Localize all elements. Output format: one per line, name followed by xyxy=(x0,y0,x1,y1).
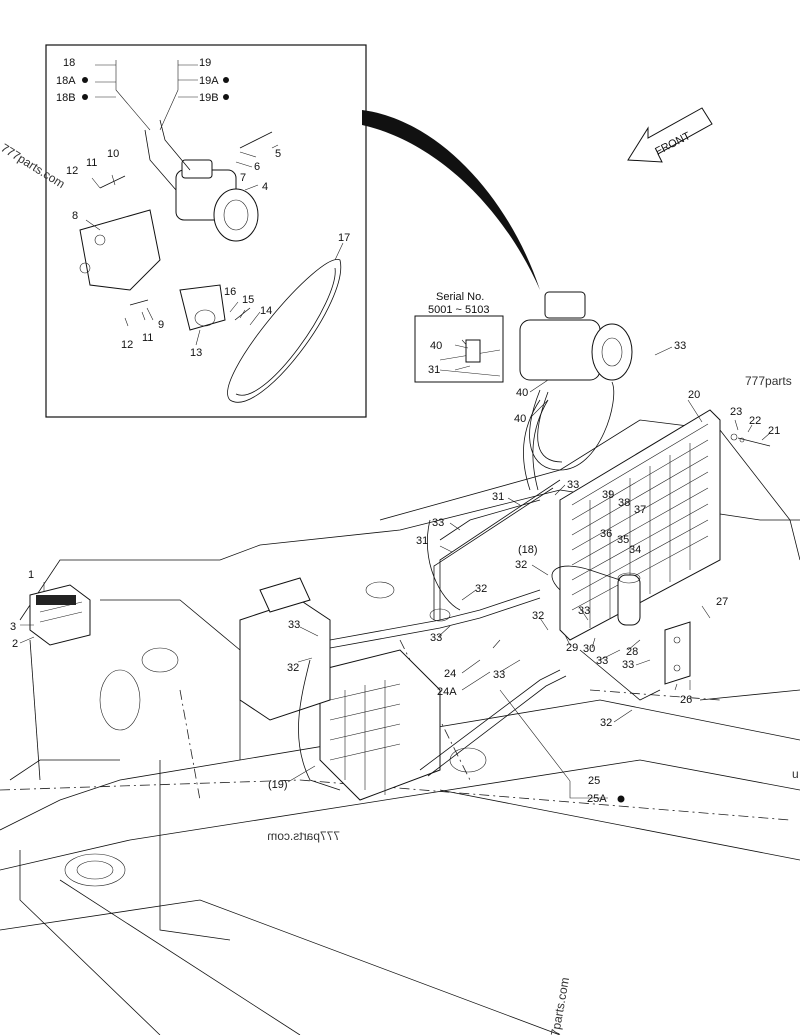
callout-16: 16 xyxy=(224,286,236,298)
front-arrow xyxy=(627,107,713,163)
callout-13: 13 xyxy=(190,347,202,359)
watermark-mirrored: 777parts.com xyxy=(267,829,340,843)
callout-40c: 40 xyxy=(514,413,526,425)
callout-32d: 32 xyxy=(600,717,612,729)
callout-labels: 18 18A 18B 19 19A 19B 10 11 12 8 5 6 7 4… xyxy=(10,57,780,805)
callout-24: 24 xyxy=(444,668,456,680)
callout-23: 23 xyxy=(730,406,742,418)
callout-33h: 33 xyxy=(430,632,442,644)
callout-25: 25 xyxy=(588,775,600,787)
serial-box xyxy=(414,315,504,383)
callout-33c: 33 xyxy=(432,517,444,529)
callout-5: 5 xyxy=(275,148,281,160)
callout-8: 8 xyxy=(72,210,78,222)
callout-32c: 32 xyxy=(532,610,544,622)
zoom-pointer xyxy=(362,110,540,290)
callout-17: 17 xyxy=(338,232,350,244)
washer-19A-icon xyxy=(223,77,229,83)
callout-31a: 31 xyxy=(428,364,440,376)
callout-12b: 12 xyxy=(121,339,133,351)
callout-27: 27 xyxy=(716,596,728,608)
leader-lines xyxy=(19,344,771,799)
evaporator-unit xyxy=(239,577,441,801)
callout-37: 37 xyxy=(634,504,646,516)
control-panel xyxy=(29,584,91,646)
callout-1: 1 xyxy=(28,569,34,581)
callout-33g: 33 xyxy=(288,619,300,631)
callout-40b: 40 xyxy=(516,387,528,399)
callout-4: 4 xyxy=(262,181,268,193)
callout-15: 15 xyxy=(242,294,254,306)
callout-7: 7 xyxy=(240,172,246,184)
callout-2: 2 xyxy=(12,638,18,650)
callout-33d: 33 xyxy=(578,605,590,617)
callout-33a: 33 xyxy=(674,340,686,352)
callout-33e: 33 xyxy=(596,655,608,667)
watermark-edge: u xyxy=(792,767,799,781)
callout-22: 22 xyxy=(749,415,761,427)
callout-32e: 32 xyxy=(287,662,299,674)
detail-inset xyxy=(45,44,367,418)
callout-18A: 18A xyxy=(56,75,76,87)
callout-19A: 19A xyxy=(199,75,219,87)
callout-28: 28 xyxy=(626,646,638,658)
callout-6: 6 xyxy=(254,161,260,173)
callout-36: 36 xyxy=(600,528,612,540)
callout-14: 14 xyxy=(260,305,272,317)
callout-40a: 40 xyxy=(430,340,442,352)
receiver-drier xyxy=(617,572,641,626)
callout-29: 29 xyxy=(566,642,578,654)
watermark-bottom: 777parts.com xyxy=(546,976,572,1035)
callout-33f: 33 xyxy=(622,659,634,671)
callout-30: 30 xyxy=(583,643,595,655)
compressor-illustration xyxy=(144,119,259,242)
callout-25A: 25A xyxy=(587,793,607,805)
callout-32a: 32 xyxy=(515,559,527,571)
callout-38: 38 xyxy=(618,497,630,509)
callout-31b: 31 xyxy=(492,491,504,503)
callout-39: 39 xyxy=(602,489,614,501)
main-compressor xyxy=(519,291,633,471)
washer-25A-icon xyxy=(617,795,625,803)
callout-32b: 32 xyxy=(475,583,487,595)
callout-21: 21 xyxy=(768,425,780,437)
callout-12a: 12 xyxy=(66,165,78,177)
callout-3: 3 xyxy=(10,621,16,633)
callout-24A: 24A xyxy=(437,686,457,698)
bracket-26 xyxy=(664,621,691,685)
callout-18: 18 xyxy=(63,57,75,69)
callout-19paren: (19) xyxy=(268,779,288,791)
callout-33b: 33 xyxy=(567,479,579,491)
callout-19: 19 xyxy=(199,57,211,69)
washer-19B-icon xyxy=(223,94,229,100)
callout-11b: 11 xyxy=(142,332,153,344)
washer-18B-icon xyxy=(82,94,88,100)
serial-range: 5001 ~ 5103 xyxy=(428,304,489,316)
callout-19B: 19B xyxy=(199,92,219,104)
callout-20: 20 xyxy=(688,389,700,401)
callout-26: 26 xyxy=(680,694,692,706)
callout-31c: 31 xyxy=(416,535,428,547)
belt-illustration xyxy=(227,259,342,403)
callout-33i: 33 xyxy=(493,669,505,681)
watermark-right: 777parts xyxy=(745,374,792,388)
callout-35: 35 xyxy=(617,534,629,546)
hoses xyxy=(298,399,661,791)
condenser xyxy=(559,409,721,641)
callout-10: 10 xyxy=(107,148,119,160)
callout-18paren: (18) xyxy=(518,544,538,556)
callout-18B: 18B xyxy=(56,92,76,104)
callout-9: 9 xyxy=(158,319,164,331)
washer-18A-icon xyxy=(82,77,88,83)
serial-title: Serial No. xyxy=(436,291,484,303)
callout-34: 34 xyxy=(629,544,641,556)
callout-11a: 11 xyxy=(86,157,97,169)
